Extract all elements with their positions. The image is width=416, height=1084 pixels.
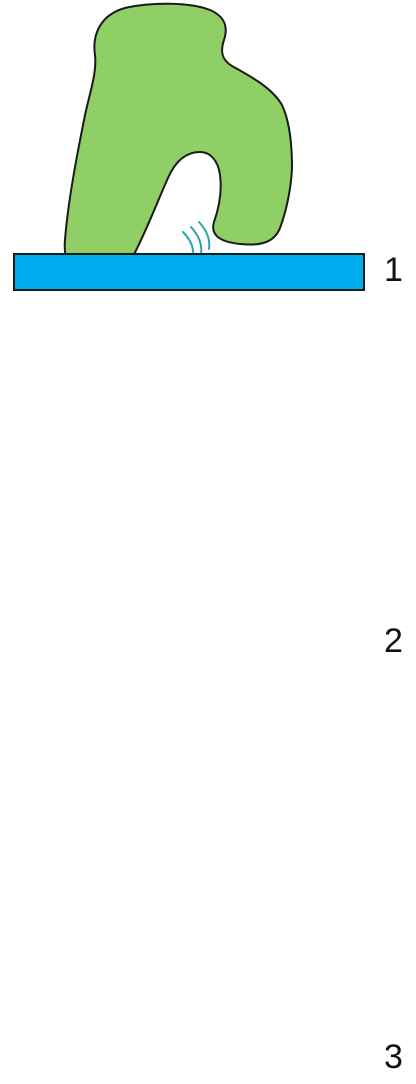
state-label-2: 2 (384, 624, 403, 658)
state-label-3: 3 (384, 1040, 403, 1074)
protein-shape-state-1 (65, 4, 292, 275)
motion-lines-state-1 (183, 222, 209, 258)
surface-1 (14, 254, 364, 290)
state-label-1: 1 (384, 253, 403, 287)
